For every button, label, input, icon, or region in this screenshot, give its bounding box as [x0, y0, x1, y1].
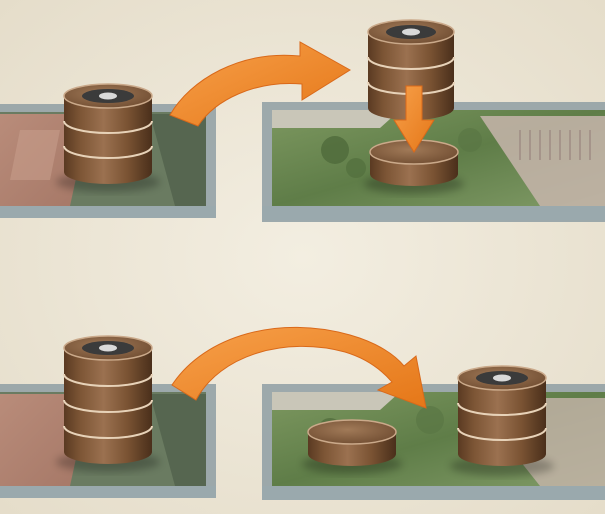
- placed-disc: [364, 139, 464, 194]
- bottom-example-panel: [0, 326, 605, 500]
- curved-transfer-arrow: [171, 326, 427, 409]
- curved-transfer-arrow: [169, 41, 351, 127]
- source-disc-stack: [56, 83, 160, 192]
- source-disc-stack: [56, 335, 160, 472]
- placed-disc: [302, 419, 402, 474]
- top-example-panel: [0, 19, 605, 222]
- downward-drop-arrow: [393, 85, 435, 153]
- destination-disc-stack: [450, 365, 554, 476]
